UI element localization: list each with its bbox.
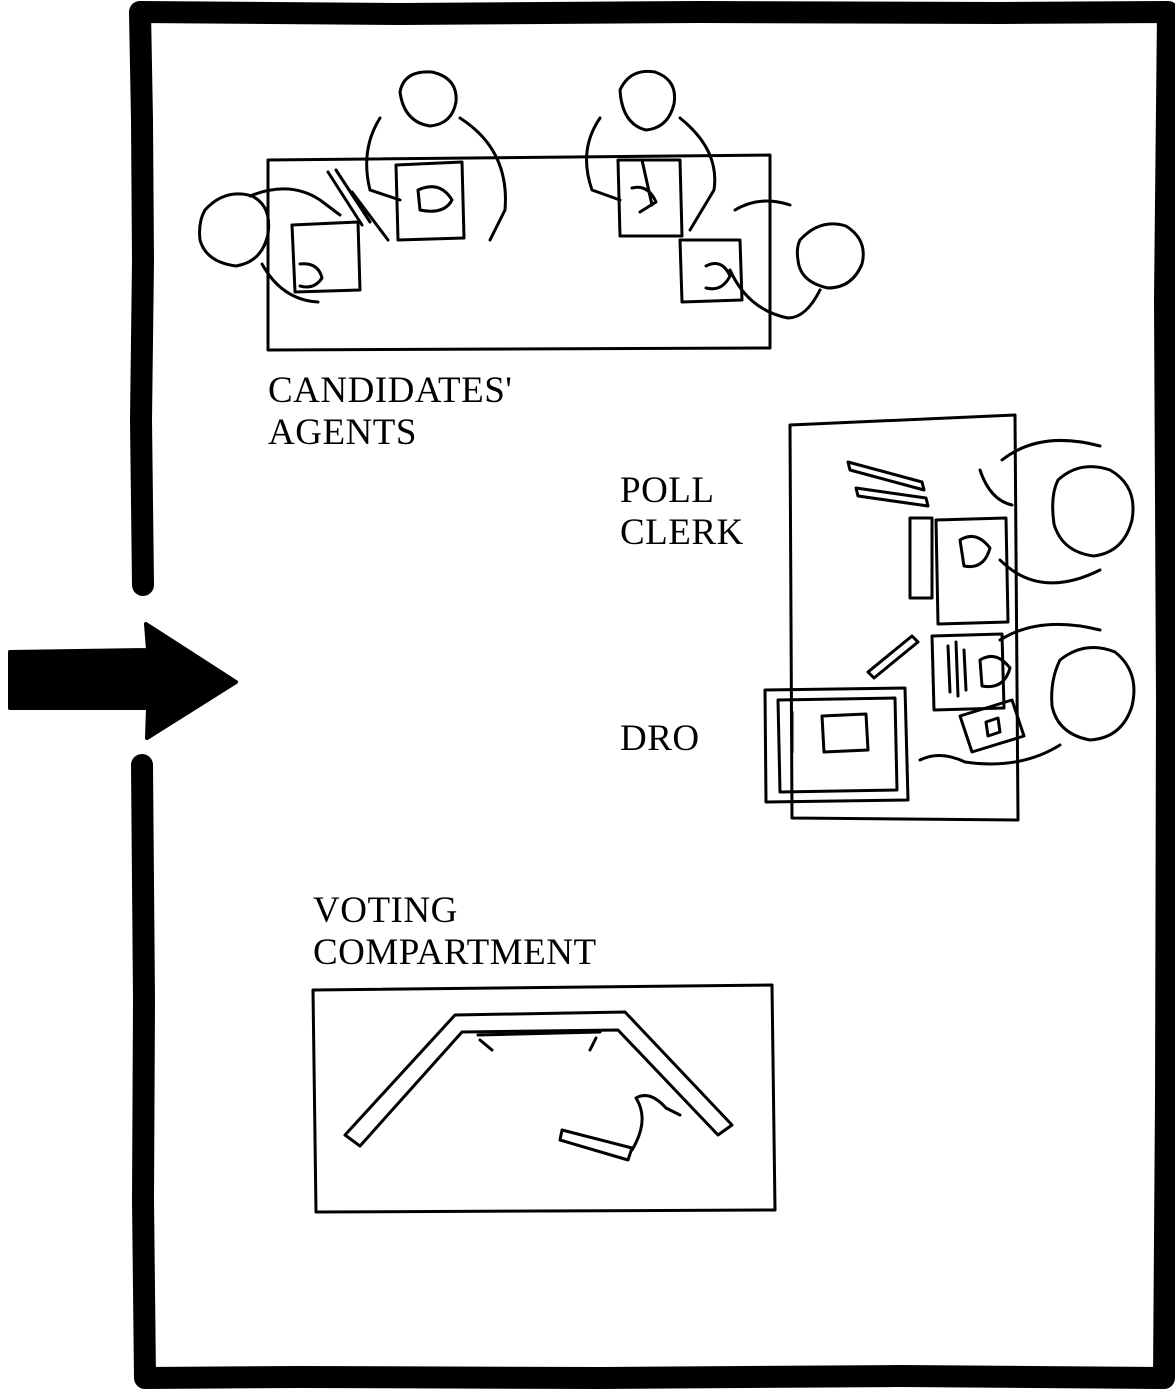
poll-clerk-label: POLL CLERK	[620, 470, 744, 554]
voting-label-line1: VOTING	[313, 890, 458, 931]
agents-label: CANDIDATES' AGENTS	[268, 370, 512, 454]
officials-table-illustration	[763, 413, 1136, 822]
agents-table-illustration	[198, 69, 865, 352]
voting-label-line2: COMPARTMENT	[313, 932, 597, 973]
entrance-arrow-icon	[8, 622, 238, 740]
voting-compartment-label: VOTING COMPARTMENT	[313, 890, 597, 974]
poll-clerk-label-line2: CLERK	[620, 512, 744, 553]
room-walls	[129, 1, 1175, 1389]
voting-compartment-illustration	[311, 983, 777, 1214]
ballot-box-icon	[763, 686, 910, 804]
agents-label-line1: CANDIDATES'	[268, 370, 513, 411]
poll-clerk-label-line1: POLL	[620, 470, 715, 511]
dro-label: DRO	[620, 718, 700, 760]
dro-label-text: DRO	[620, 718, 700, 759]
agents-label-line2: AGENTS	[268, 412, 417, 453]
